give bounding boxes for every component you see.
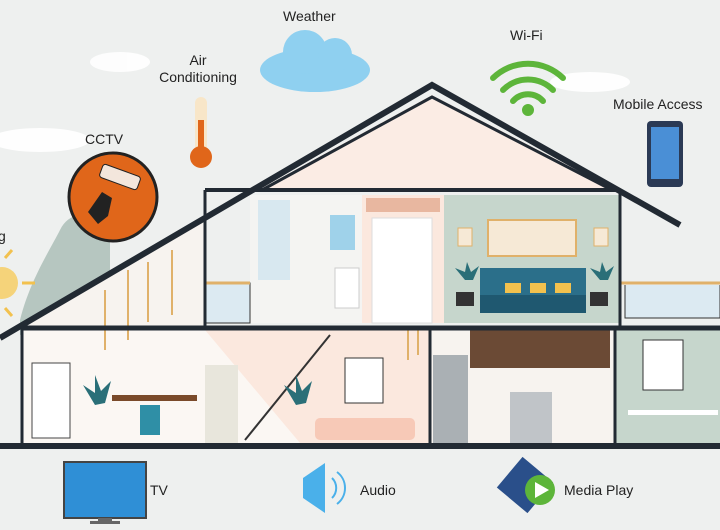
media-play-icon <box>496 456 555 514</box>
plants <box>83 262 614 405</box>
living-painting <box>344 357 384 404</box>
wifi-label: Wi-Fi <box>510 27 543 43</box>
bathroom-mirror <box>330 215 355 250</box>
nightstand <box>456 292 474 306</box>
air-conditioning-label: Air Conditioning <box>148 52 248 86</box>
lighting-label: g <box>0 228 6 244</box>
air-conditioning-line1: Air <box>189 52 207 68</box>
mobile-access-label: Mobile Access <box>613 96 703 112</box>
sink-cabinet <box>334 267 360 309</box>
tablet-icon <box>647 121 683 187</box>
dining-table <box>628 410 718 415</box>
door-frame <box>366 198 440 212</box>
sun-icon <box>0 249 35 317</box>
air-conditioning-line2: Conditioning <box>159 69 237 85</box>
curtain <box>205 365 238 443</box>
media-play-label: Media Play <box>564 482 634 498</box>
pillow <box>530 283 546 293</box>
thermometer-icon <box>190 97 212 168</box>
weather-label: Weather <box>283 8 336 24</box>
sofa <box>315 418 415 440</box>
dining-painting <box>642 339 684 391</box>
bookshelf <box>31 362 71 439</box>
cloud-icon <box>260 30 370 92</box>
speaker-icon <box>303 463 346 513</box>
oven <box>510 392 552 443</box>
tv-icon <box>63 461 147 524</box>
bathroom-window <box>258 200 290 280</box>
chair <box>140 405 160 435</box>
tv-label: TV <box>150 482 168 498</box>
wifi-icon <box>490 60 566 116</box>
wall-lamp <box>593 227 609 247</box>
pillow <box>555 283 571 293</box>
bedroom-painting <box>487 219 577 257</box>
cctv-icon <box>67 151 159 243</box>
desk <box>112 395 197 401</box>
balcony-left <box>204 282 251 324</box>
house-outline <box>0 81 720 449</box>
cctv-label: CCTV <box>85 131 124 147</box>
kitchen-cabinets <box>470 330 610 368</box>
audio-label: Audio <box>360 482 396 498</box>
wall-lamp <box>457 227 473 247</box>
gable <box>262 95 612 188</box>
pillow <box>505 283 521 293</box>
nightstand <box>590 292 608 306</box>
fridge <box>433 355 468 443</box>
wardrobe-doors <box>371 217 433 324</box>
right-roof-area <box>620 225 720 285</box>
balcony-right <box>624 282 720 319</box>
bed-cover <box>480 295 586 313</box>
